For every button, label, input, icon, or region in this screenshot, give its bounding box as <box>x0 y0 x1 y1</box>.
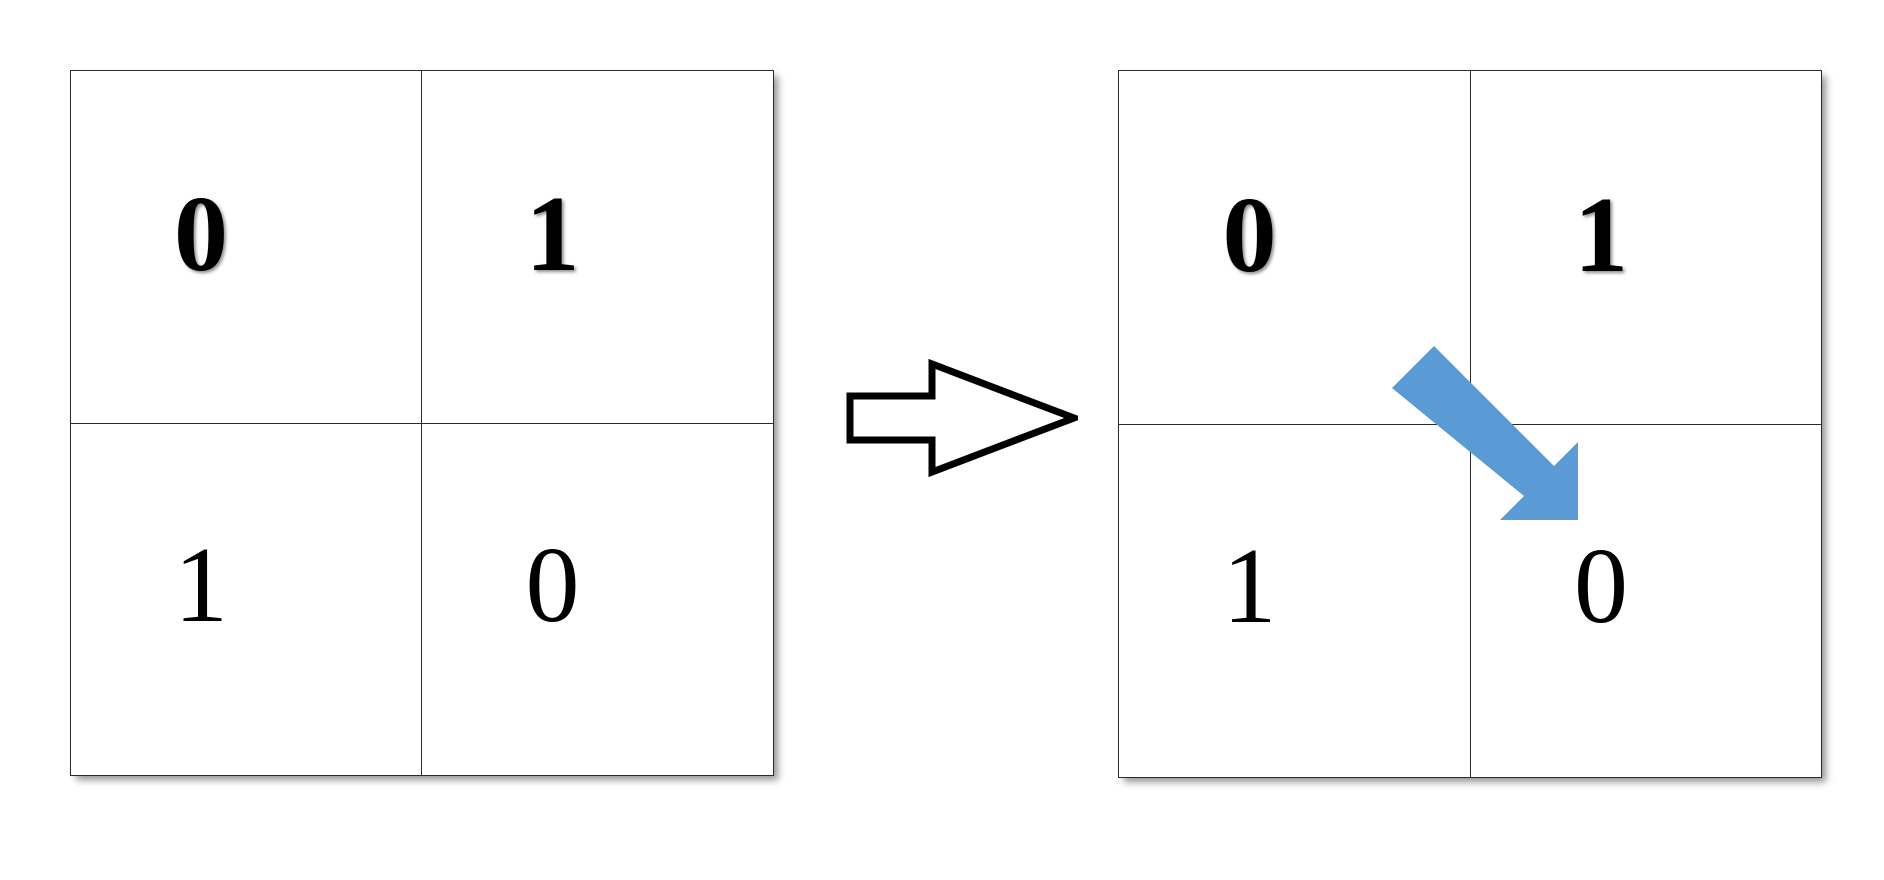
cell-value: 0 <box>525 525 580 645</box>
after-cell-r1c1: 0 <box>1471 425 1821 777</box>
before-cell-r0c1: 1 <box>422 71 773 424</box>
cell-value: 1 <box>1222 527 1277 646</box>
cell-value: 0 <box>174 175 228 294</box>
before-cell-r1c1: 0 <box>422 424 773 775</box>
before-matrix: 0 1 1 0 <box>70 70 774 776</box>
after-cell-r1c0: 1 <box>1119 425 1471 777</box>
block-arrow-shape <box>846 358 1078 478</box>
cell-value: 0 <box>1222 175 1277 295</box>
cell-value: 1 <box>525 175 580 294</box>
before-cell-r1c0: 1 <box>71 424 422 775</box>
block-arrow-right-icon <box>846 358 1078 478</box>
before-cell-r0c0: 0 <box>71 71 422 424</box>
cell-value: 1 <box>1574 175 1628 295</box>
cell-value: 0 <box>1574 527 1628 646</box>
cell-value: 1 <box>174 525 228 645</box>
after-cell-r0c0: 0 <box>1119 71 1471 425</box>
after-matrix: 0 1 1 0 <box>1118 70 1822 778</box>
after-cell-r0c1: 1 <box>1471 71 1821 425</box>
